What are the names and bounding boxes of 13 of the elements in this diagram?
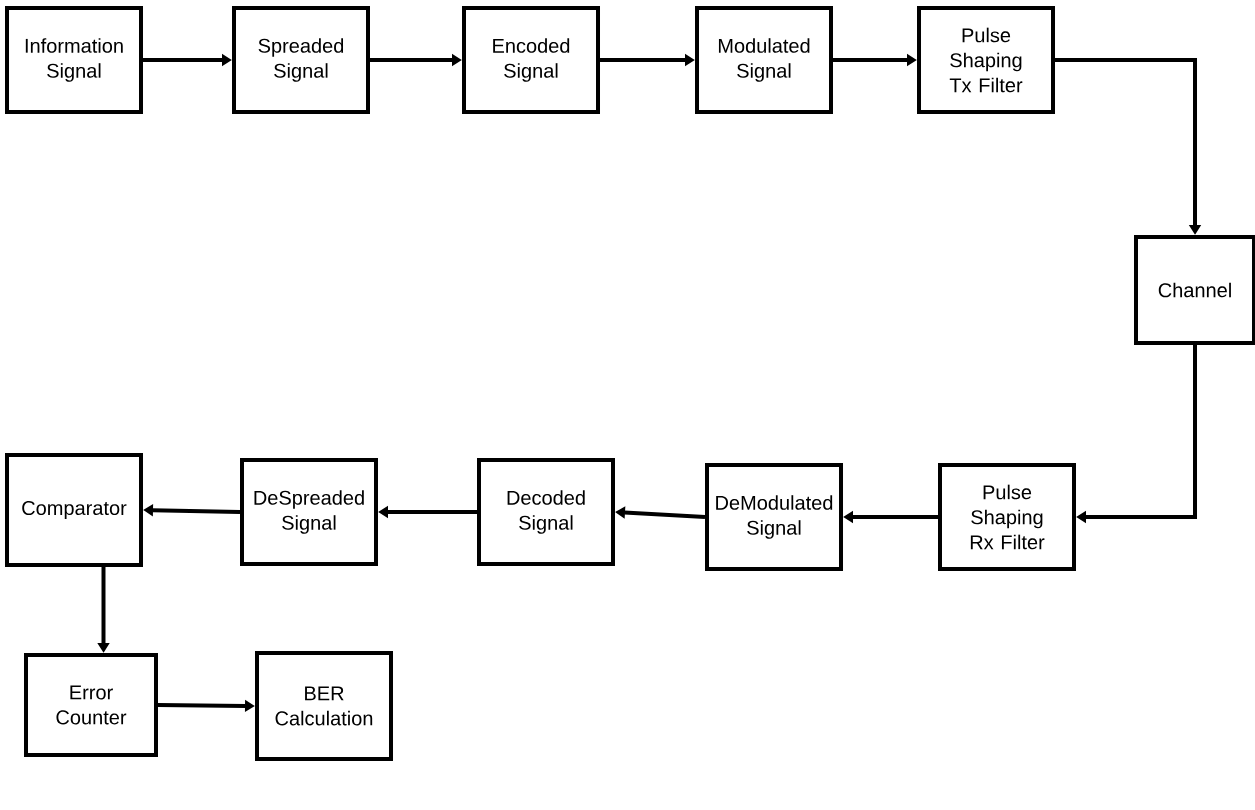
process-box: BER Calculation [255, 651, 393, 761]
process-box: Pulse Shaping Rx Filter [938, 463, 1076, 571]
process-box: Information Signal [5, 6, 143, 114]
process-box: DeSpreaded Signal [240, 458, 378, 566]
process-box: Pulse Shaping Tx Filter [917, 6, 1055, 114]
process-box: Comparator [5, 453, 143, 567]
process-box: Modulated Signal [695, 6, 833, 114]
process-box: Error Counter [24, 653, 158, 757]
process-box: Decoded Signal [477, 458, 615, 566]
process-box: Spreaded Signal [232, 6, 370, 114]
process-box: Encoded Signal [462, 6, 600, 114]
process-box: Channel [1134, 235, 1255, 345]
process-box: DeModulated Signal [705, 463, 843, 571]
